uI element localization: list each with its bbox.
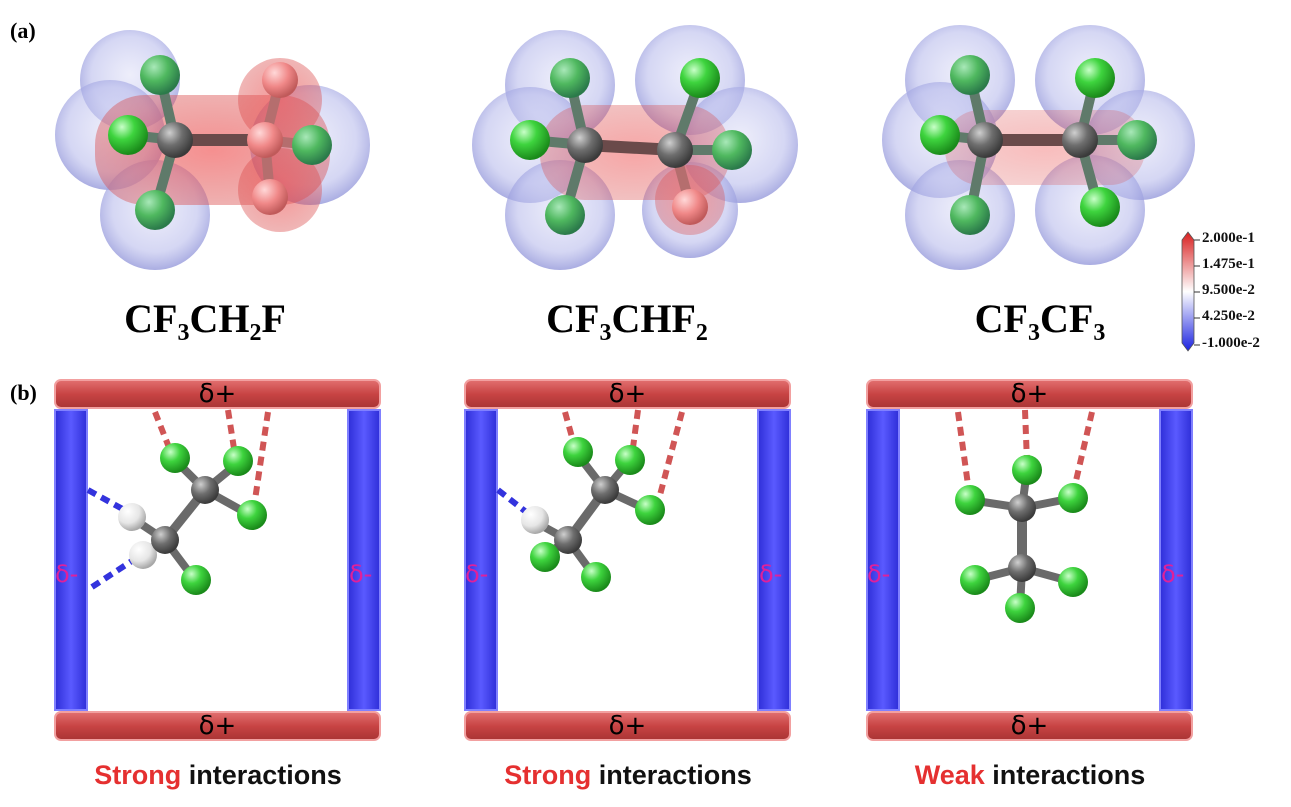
panel-a-label: (a): [10, 18, 36, 43]
caption-2-rest: interactions: [591, 760, 752, 790]
frame-3-bottom-charge: δ+: [1010, 711, 1049, 741]
caption-1-rest: interactions: [181, 760, 342, 790]
caption-3: Weak interactions: [840, 760, 1220, 791]
colorbar-tick-label: 9.500e-2: [1202, 282, 1255, 298]
frame-2: [464, 379, 791, 741]
caption-3-rest: interactions: [984, 760, 1146, 790]
panel-b-label: (b): [10, 380, 37, 405]
frame-3-right-charge: δ-: [1161, 560, 1185, 588]
caption-1: Strong interactions: [28, 760, 408, 791]
caption-2: Strong interactions: [438, 760, 818, 791]
frame-2-top-charge: δ+: [608, 379, 647, 409]
caption-2-keyword: Strong: [504, 760, 592, 790]
colorbar-tick-label: 4.250e-2: [1202, 308, 1255, 324]
colorbar: [1181, 231, 1200, 352]
colorbar-tick-label: 1.475e-1: [1202, 256, 1255, 272]
formula-2: CF3CHF2: [546, 296, 708, 346]
frame-1-left-charge: δ-: [55, 560, 79, 588]
frame-2-left-charge: δ-: [465, 560, 489, 588]
molecule-cf3cf3-atoms: [920, 55, 1157, 235]
frame-2-right-charge: δ-: [759, 560, 783, 588]
colorbar-tick-label: -1.000e-2: [1202, 335, 1260, 351]
molecule-cf3ch2f-atoms: [108, 55, 332, 230]
frame-3-left-charge: δ-: [867, 560, 891, 588]
frame-1-right-charge: δ-: [349, 560, 373, 588]
molecule-cf3chf2-atoms: [510, 58, 752, 235]
frame-3: [866, 379, 1193, 741]
frame-1-top-charge: δ+: [198, 379, 237, 409]
formula-3: CF3CF3: [974, 296, 1106, 346]
caption-1-keyword: Strong: [94, 760, 182, 790]
formula-1: CF3CH2F: [124, 296, 286, 346]
frame-3-top-charge: δ+: [1010, 379, 1049, 409]
caption-3-keyword: Weak: [914, 760, 985, 790]
frame-2-bottom-charge: δ+: [608, 711, 647, 741]
frame-1: [54, 379, 381, 741]
frame-1-bottom-charge: δ+: [198, 711, 237, 741]
colorbar-tick-label: 2.000e-1: [1202, 230, 1255, 246]
